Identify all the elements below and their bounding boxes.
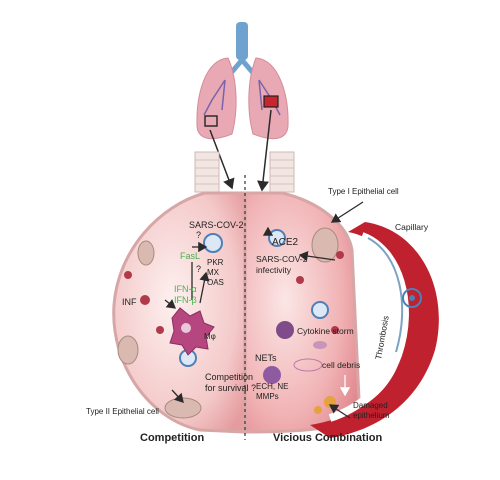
label-ace2: ACE2 [272,237,299,248]
label-fasl: FasL [180,251,200,261]
epithelial-cells [117,227,339,419]
lungs-illustration [196,22,289,192]
label-oas: OAS [207,278,224,287]
airway [194,151,295,193]
macrophage-icon [169,307,215,356]
label-nets: NETs [255,353,277,363]
lung-zoom-box-left [204,115,218,127]
label-ifn-alpha: IFN-α [174,284,197,294]
label-sars-infectivity-2: infectivity [256,265,292,275]
label-ech-ne: ECH, NE [256,382,288,391]
label-mx: MX [207,268,220,277]
label-sars-cov2-left: SARS-COV-2 [189,220,244,230]
label-type1-cell: Type I Epithelial cell [328,187,399,196]
title-vicious-combination: Vicious Combination [273,432,382,444]
title-competition: Competition [140,432,204,444]
virus-in-capillary-icon [402,288,422,308]
label-sars-infectivity-1: SARS-COV-2 [256,254,308,264]
label-mmps: MMPs [256,392,279,401]
label-macrophage: Mφ [204,332,216,341]
label-inf: INF [122,297,137,307]
label-cytokine-storm: Cytokine storm [297,326,354,336]
label-cell-debris: cell debris [322,360,360,370]
label-question-2: ? [196,264,201,274]
arrows [164,201,364,419]
immune-cells [263,321,336,414]
capillary-vessel [310,222,439,438]
label-damaged-2: epithelium [353,411,390,420]
label-thrombosis: Thrombosis [373,315,391,360]
label-type2-cell: Type II Epithelial cell [86,407,159,416]
label-damaged-1: Damaged [353,401,388,410]
label-capillary: Capillary [395,222,429,232]
label-ifn-beta: IFN-β [174,295,197,305]
lung-zoom-box-right [263,95,279,108]
label-competition-survival-2: for survival ? [205,383,256,393]
virus-icons [124,229,344,367]
label-competition-survival-1: Competition [205,372,253,382]
label-question-1: ? [196,230,201,240]
label-pkr: PKR [207,258,224,267]
